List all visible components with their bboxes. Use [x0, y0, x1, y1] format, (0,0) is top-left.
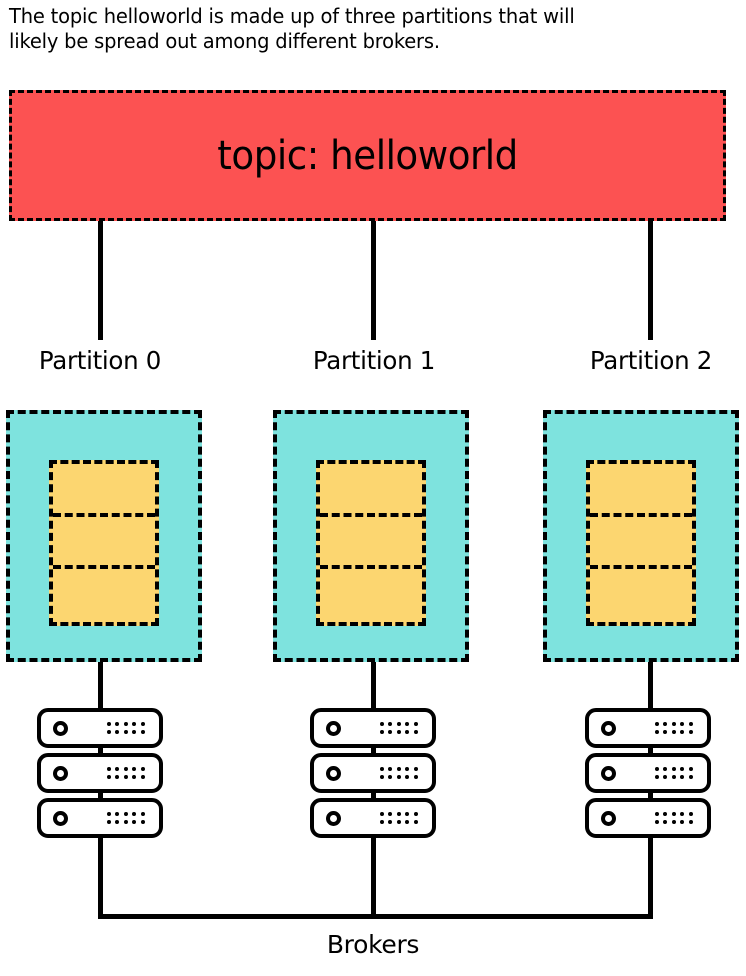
partition-segment — [590, 464, 692, 517]
broker-node — [310, 798, 436, 838]
partition-segment — [53, 569, 155, 622]
broker-node — [310, 753, 436, 793]
topic-label: topic: helloworld — [217, 132, 518, 179]
drive-bay-dots-icon — [378, 720, 419, 736]
partition-segment — [590, 569, 692, 622]
broker-node — [585, 798, 711, 838]
power-led-icon — [326, 810, 341, 826]
drive-bay-dots-icon — [378, 810, 419, 826]
connector-topic-to-partition-0 — [98, 221, 103, 340]
power-led-icon — [601, 810, 616, 826]
partition-segments-0 — [49, 460, 159, 626]
broker-node — [585, 708, 711, 748]
drive-bay-dots-icon — [653, 720, 694, 736]
partition-label-2: Partition 2 — [589, 346, 713, 375]
drive-bay-dots-icon — [378, 765, 419, 781]
partition-segment — [590, 517, 692, 570]
connector-topic-to-partition-2 — [648, 221, 653, 340]
power-led-icon — [326, 720, 341, 736]
partition-segment — [320, 517, 422, 570]
broker-node — [585, 753, 711, 793]
brokers-label: Brokers — [326, 930, 420, 959]
partition-segment — [53, 464, 155, 517]
broker-stack-0 — [37, 708, 163, 838]
broker-node — [310, 708, 436, 748]
partition-label-1: Partition 1 — [312, 346, 436, 375]
partition-segment — [53, 517, 155, 570]
power-led-icon — [53, 810, 68, 826]
drive-bay-dots-icon — [105, 720, 146, 736]
partition-segment — [320, 464, 422, 517]
partition-segments-2 — [586, 460, 696, 626]
drive-bay-dots-icon — [653, 810, 694, 826]
partition-box-1 — [273, 410, 469, 662]
partition-segment — [320, 569, 422, 622]
broker-node — [37, 708, 163, 748]
brokers-bracket — [98, 914, 653, 919]
drive-bay-dots-icon — [105, 810, 146, 826]
partition-segments-1 — [316, 460, 426, 626]
broker-node — [37, 753, 163, 793]
connector-topic-to-partition-1 — [371, 221, 376, 340]
power-led-icon — [601, 720, 616, 736]
topic-box: topic: helloworld — [9, 90, 726, 221]
partition-label-0: Partition 0 — [38, 346, 162, 375]
drive-bay-dots-icon — [105, 765, 146, 781]
broker-stack-2 — [585, 708, 711, 838]
broker-node — [37, 798, 163, 838]
partition-box-2 — [543, 410, 739, 662]
drive-bay-dots-icon — [653, 765, 694, 781]
power-led-icon — [53, 720, 68, 736]
power-led-icon — [601, 765, 616, 781]
power-led-icon — [326, 765, 341, 781]
diagram-caption: The topic helloworld is made up of three… — [9, 4, 575, 53]
power-led-icon — [53, 765, 68, 781]
partition-box-0 — [6, 410, 202, 662]
broker-stack-1 — [310, 708, 436, 838]
